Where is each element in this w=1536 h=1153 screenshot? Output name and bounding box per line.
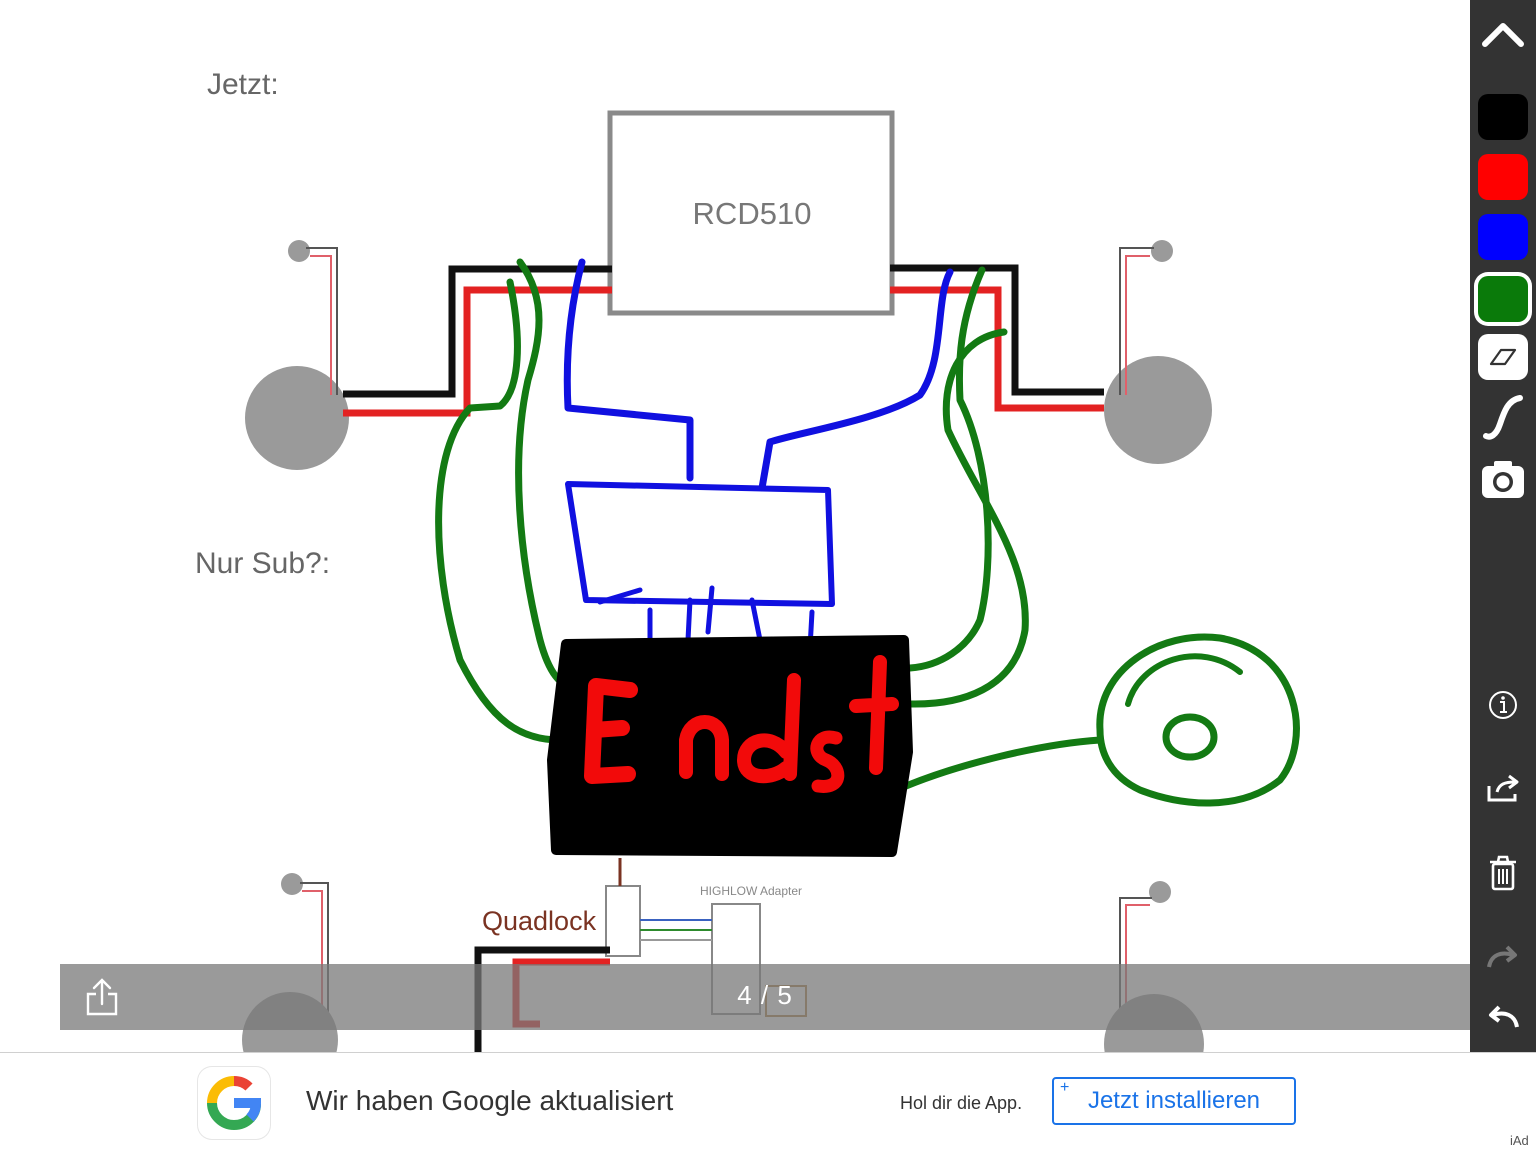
background-diagram xyxy=(242,110,1212,1052)
blue-wire-left xyxy=(563,258,694,482)
camera-button[interactable] xyxy=(1478,454,1528,504)
eraser-button[interactable] xyxy=(1478,334,1528,380)
green-wire-sub xyxy=(902,736,1104,790)
right-tweeter-wire-black xyxy=(1119,247,1154,395)
install-app-button[interactable]: + Jetzt installieren xyxy=(1052,1077,1296,1125)
green-wire-left-outer xyxy=(435,278,570,744)
rcd-box xyxy=(607,110,895,316)
undo-button[interactable] xyxy=(1478,992,1528,1042)
collapse-toolbar-button[interactable] xyxy=(1478,8,1528,58)
label-quadlock: Quadlock xyxy=(482,906,597,936)
green-wire-right-outer xyxy=(906,328,1029,708)
iad-tag: iAd xyxy=(1510,1133,1529,1148)
letter-t xyxy=(849,655,899,775)
dsp-output-wires xyxy=(597,585,815,651)
info-button[interactable] xyxy=(1478,680,1528,730)
page-counter: 4 / 5 xyxy=(737,980,793,1010)
label-highlow-adapter: HIGHLOW Adapter xyxy=(700,884,803,898)
delete-button[interactable] xyxy=(1478,848,1528,898)
left-wire-red xyxy=(343,286,612,417)
right-tweeter-wire-red xyxy=(1125,255,1150,395)
letter-e xyxy=(584,678,638,784)
subwoofer-circle xyxy=(1096,633,1300,807)
label-jetzt: Jetzt: xyxy=(207,68,279,101)
lower-right-tweeter xyxy=(1149,881,1171,903)
share-icon xyxy=(86,978,118,1016)
left-tweeter xyxy=(288,240,310,262)
subwoofer-center xyxy=(1162,713,1218,761)
chevron-up-icon xyxy=(1482,23,1524,47)
stroke-width-button[interactable] xyxy=(1478,392,1528,442)
letter-d xyxy=(737,673,801,784)
undo-icon xyxy=(1489,1005,1519,1028)
left-tweeter-wire-black xyxy=(306,247,338,395)
left-tweeter-wire-red xyxy=(310,255,332,395)
right-wire-black xyxy=(890,264,1104,396)
color-green-swatch[interactable] xyxy=(1478,276,1528,322)
letter-s xyxy=(810,730,845,793)
amplifier-block xyxy=(547,635,913,857)
export-icon xyxy=(1487,774,1519,802)
right-tweeter xyxy=(1151,240,1173,262)
ad-subline: Hol dir die App. xyxy=(900,1093,1023,1113)
eraser-icon xyxy=(1489,348,1517,366)
google-logo[interactable] xyxy=(198,1067,270,1139)
handdrawn-annotations xyxy=(435,258,1300,857)
drawing-canvas[interactable]: Jetzt: Nur Sub?: RCD510 Quadlock HIGHLOW… xyxy=(0,0,1470,1052)
stroke-icon xyxy=(1483,395,1523,440)
install-button-label: Jetzt installieren xyxy=(1087,1087,1261,1114)
left-wire-black xyxy=(343,265,612,398)
lower-left-tweeter xyxy=(281,873,303,895)
color-black-swatch[interactable] xyxy=(1478,94,1528,140)
dsp-box xyxy=(565,481,835,607)
export-button[interactable] xyxy=(1478,764,1528,814)
google-g-icon xyxy=(207,1076,262,1131)
share-photo-button[interactable] xyxy=(82,976,122,1018)
label-rcd510: RCD510 xyxy=(692,196,812,231)
camera-icon xyxy=(1482,461,1524,498)
redo-button[interactable] xyxy=(1478,932,1528,982)
letter-n xyxy=(679,715,729,781)
color-red-swatch[interactable] xyxy=(1478,154,1528,200)
photo-navigation-bar: 4 / 5 xyxy=(60,964,1470,1030)
drawing-toolbar xyxy=(1470,0,1536,1052)
plus-icon: + xyxy=(1060,1079,1070,1096)
diagram-scene xyxy=(242,110,1300,1052)
trash-icon xyxy=(1490,855,1516,891)
green-wire-left-inner xyxy=(515,258,584,692)
info-icon xyxy=(1489,691,1517,719)
ad-headline: Wir haben Google aktualisiert xyxy=(306,1085,674,1116)
blue-wire-right xyxy=(758,268,954,492)
right-speaker xyxy=(1104,356,1212,464)
quadlock-connector xyxy=(605,885,641,957)
label-nur-sub: Nur Sub?: xyxy=(195,547,331,580)
subwoofer-inner-arc xyxy=(1125,653,1243,707)
left-speaker xyxy=(245,366,349,470)
ad-banner[interactable]: Wir haben Google aktualisiert Hol dir di… xyxy=(0,1052,1536,1153)
redo-icon xyxy=(1487,945,1517,968)
green-wire-right-inner xyxy=(906,266,992,672)
color-blue-swatch[interactable] xyxy=(1478,214,1528,260)
